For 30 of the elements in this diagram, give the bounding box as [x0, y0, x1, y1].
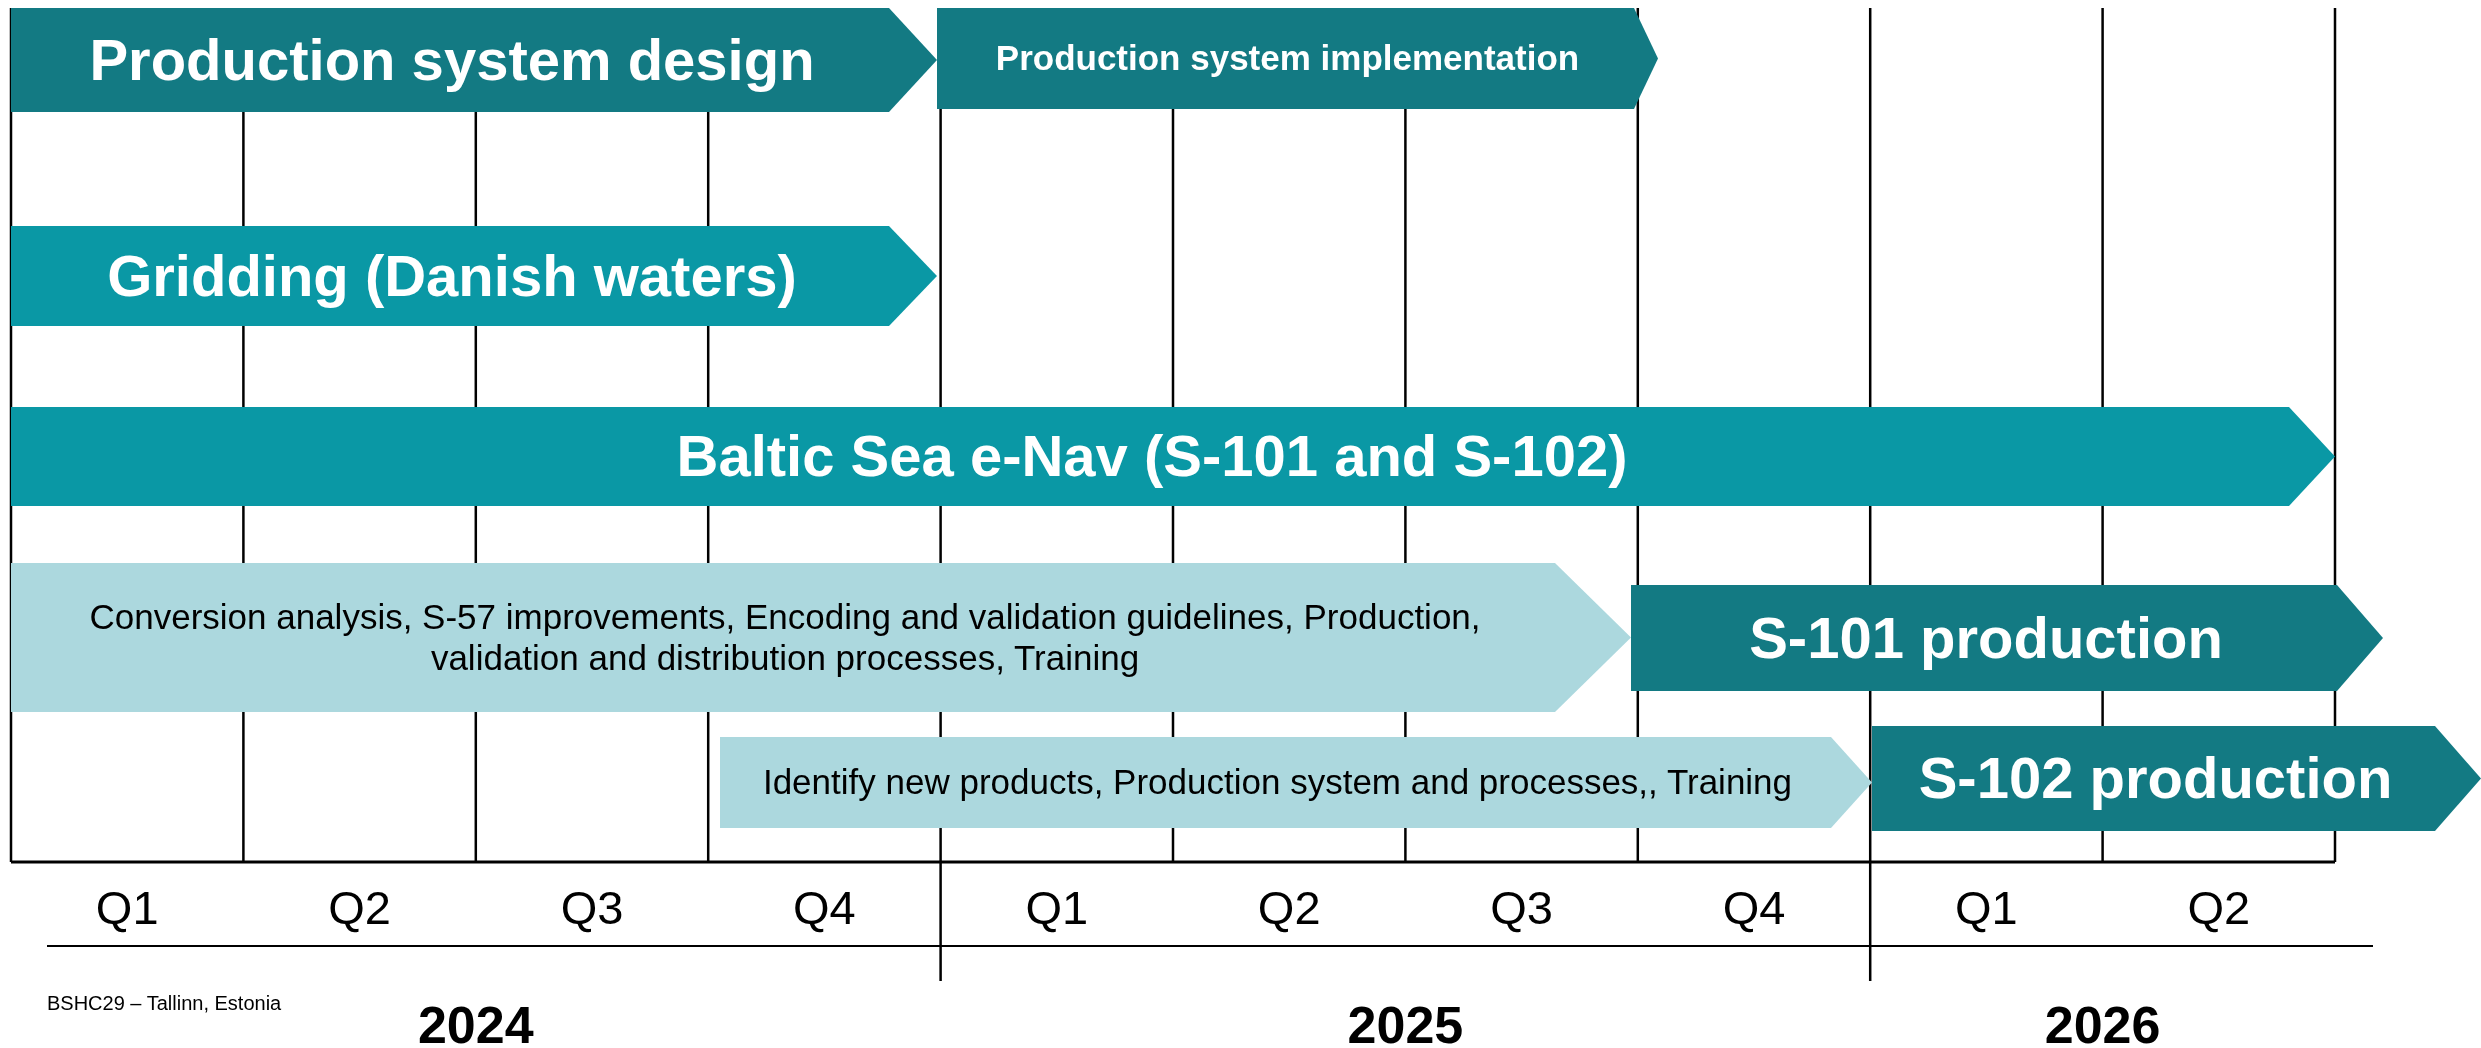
bar-label: Baltic Sea e-Nav (S-101 and S-102) [676, 423, 1628, 490]
quarter-label: Q3 [560, 879, 624, 935]
quarter-label: Q1 [1955, 879, 2018, 935]
chevron-bar [11, 8, 937, 112]
chevron-bar [11, 226, 937, 326]
footer-text: BSHC29 – Tallinn, Estonia [47, 992, 282, 1015]
bar-label: Identify new products, Production system and processes,, Training [762, 762, 1793, 803]
bar-label: Production system design [89, 26, 815, 94]
quarter-label: Q4 [1722, 879, 1786, 935]
bar-label: Gridding (Danish waters) [107, 242, 797, 310]
chevron-bar [937, 8, 1658, 109]
chevron-bar [11, 563, 1631, 712]
chevron-bar [11, 407, 2335, 506]
chevron-bar [1631, 585, 2383, 691]
bar-label: Production system implementation [995, 38, 1580, 79]
year-label: 2025 [1347, 995, 1464, 1048]
quarter-label: Q2 [1257, 879, 1321, 935]
chevron-bar [720, 737, 1872, 828]
bar-label: Conversion analysis, S-57 improvements, Encoding and validation guidelines, Production, validation and distribution processes, Training [88, 597, 1482, 678]
year-label: 2024 [417, 995, 534, 1048]
quarter-label: Q1 [1025, 879, 1089, 935]
quarter-label: Q4 [793, 879, 856, 935]
quarter-label: Q3 [1490, 879, 1553, 935]
quarter-label: Q1 [95, 879, 159, 935]
bar-label: S-101 production [1749, 604, 2223, 672]
year-label: 2026 [2044, 995, 2161, 1048]
quarter-label: Q2 [2187, 879, 2251, 935]
quarter-label: Q2 [328, 879, 391, 935]
bar-label: S-102 production [1918, 745, 2393, 812]
chevron-bar [1872, 726, 2481, 831]
